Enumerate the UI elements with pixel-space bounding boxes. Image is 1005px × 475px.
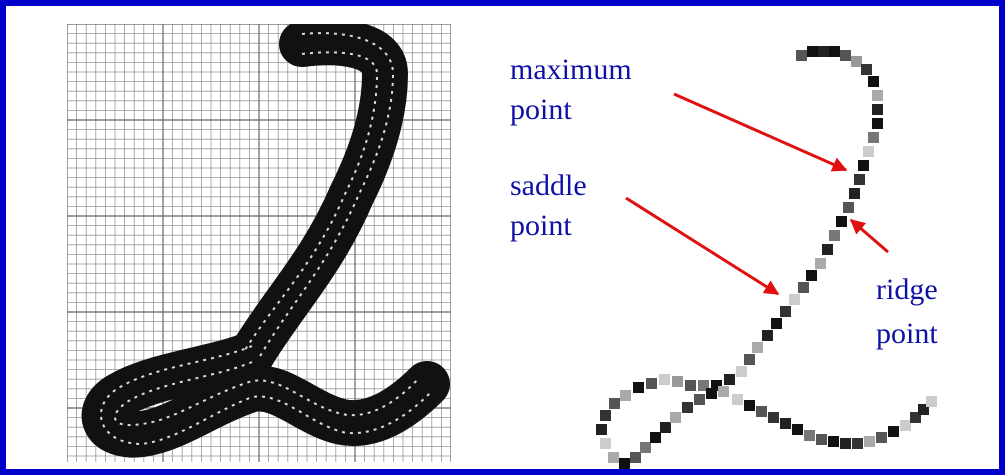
saddle-label-line2: point (510, 206, 572, 246)
ridge-label-line2: point (876, 314, 938, 354)
figure-panel: maximum point saddle point ridge point (6, 6, 999, 469)
saddle-arrow (626, 198, 778, 294)
maximum-label-line1: maximum (510, 50, 632, 90)
saddle-label-line1: saddle (510, 166, 587, 206)
ridge-label-line1: ridge (876, 270, 938, 310)
arrows-layer (6, 6, 999, 469)
ridge-arrow (851, 220, 888, 252)
maximum-label-line2: point (510, 90, 572, 130)
maximum-arrow (674, 94, 846, 170)
